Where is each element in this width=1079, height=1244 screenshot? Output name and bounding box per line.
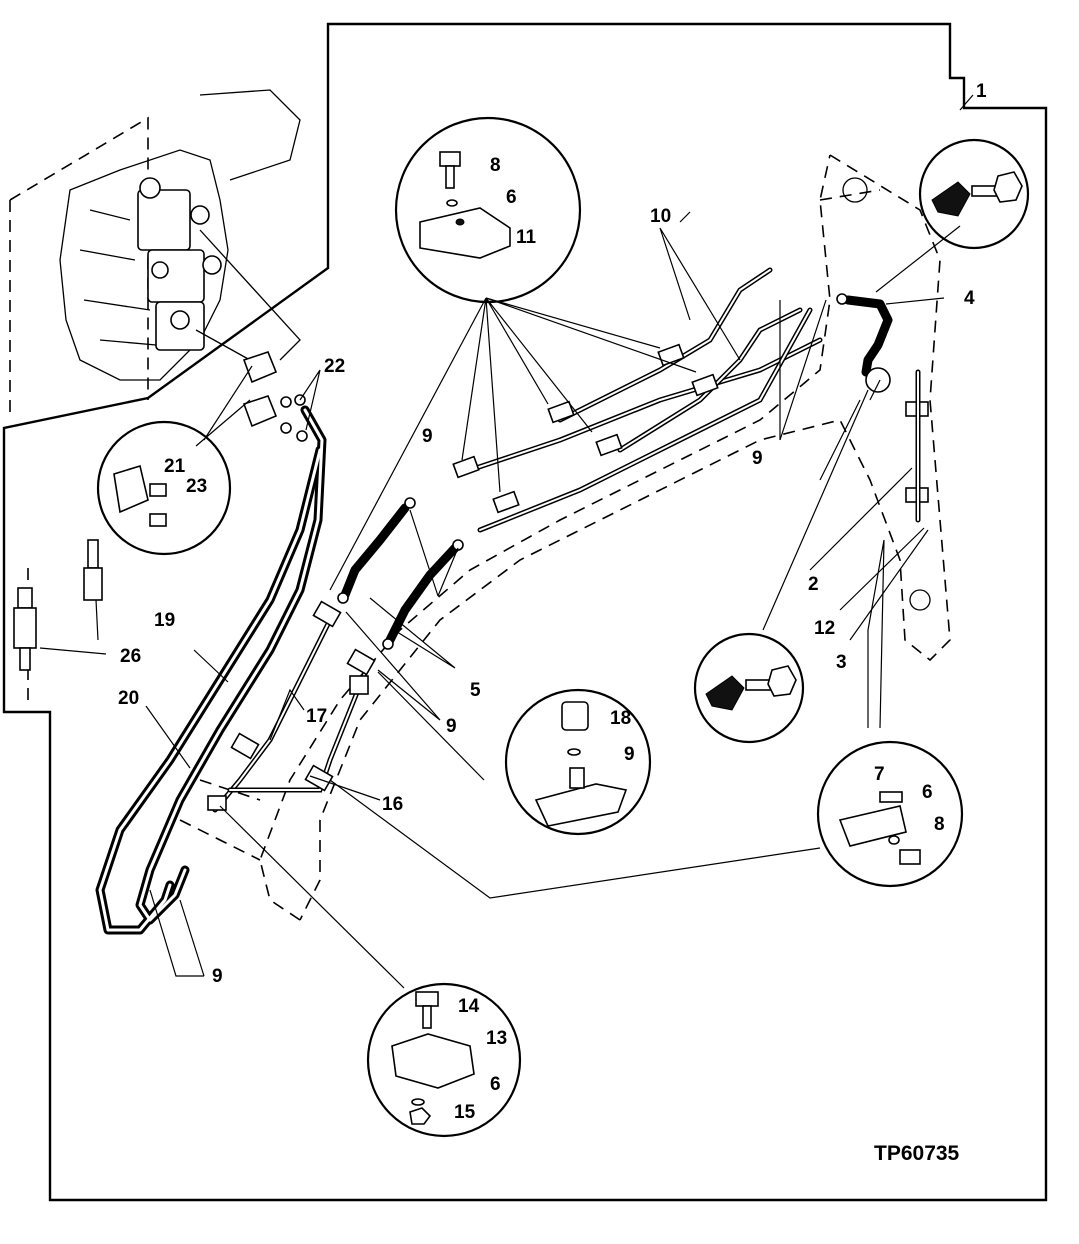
callout-9-tee: 9 (624, 744, 635, 765)
detail-swivel-mid (693, 632, 805, 744)
detail-bracket (816, 740, 964, 888)
callout-8-top: 8 (490, 155, 501, 176)
callout-21: 21 (164, 456, 186, 477)
callout-9-lower: 9 (446, 716, 457, 737)
leader-lines (39, 94, 974, 989)
callout-18: 18 (610, 708, 631, 729)
callout-14: 14 (458, 996, 480, 1017)
callout-5: 5 (470, 680, 481, 701)
long-hoses (95, 405, 327, 935)
callout-8-bracket: 8 (934, 814, 945, 835)
control-valve-assembly (59, 89, 301, 381)
callout-23: 23 (186, 476, 207, 497)
callout-15: 15 (454, 1102, 476, 1123)
detail-clamp-bottom (366, 982, 522, 1138)
callout-3: 3 (836, 652, 847, 673)
callout-4: 4 (964, 288, 975, 309)
callout-10: 10 (650, 206, 671, 227)
tube-clamps (452, 343, 929, 514)
callout-22: 22 (324, 356, 345, 377)
boom-outline (179, 154, 951, 921)
detail-valve-clamp (96, 420, 232, 556)
boom-hoses (337, 497, 464, 650)
valve-fittings (242, 351, 308, 442)
callout-7: 7 (874, 764, 885, 785)
detail-swivel-top (918, 138, 1030, 250)
callout-2: 2 (808, 574, 819, 595)
detail-clamp-top (394, 116, 582, 304)
callout-17: 17 (306, 706, 327, 727)
callout-6-bracket: 6 (922, 782, 933, 803)
callout-13: 13 (486, 1028, 507, 1049)
callout-12: 12 (814, 618, 835, 639)
callout-20: 20 (118, 688, 139, 709)
quick-coupler (13, 539, 103, 671)
panel-outline (2, 22, 1048, 1202)
callout-9-boom: 9 (422, 426, 433, 447)
figure-id: TP60735 (874, 1142, 960, 1165)
callout-1: 1 (976, 81, 987, 102)
hose-4 (836, 293, 893, 393)
callout-9-right: 9 (752, 448, 763, 469)
callout-6-bottom: 6 (490, 1074, 501, 1095)
callout-19: 19 (154, 610, 175, 631)
callout-26: 26 (120, 646, 141, 667)
callout-11: 11 (516, 227, 537, 248)
callout-6-top: 6 (506, 187, 517, 208)
detail-tee-cap (504, 688, 652, 836)
callout-9-bottom: 9 (212, 966, 223, 987)
callout-16: 16 (382, 794, 403, 815)
